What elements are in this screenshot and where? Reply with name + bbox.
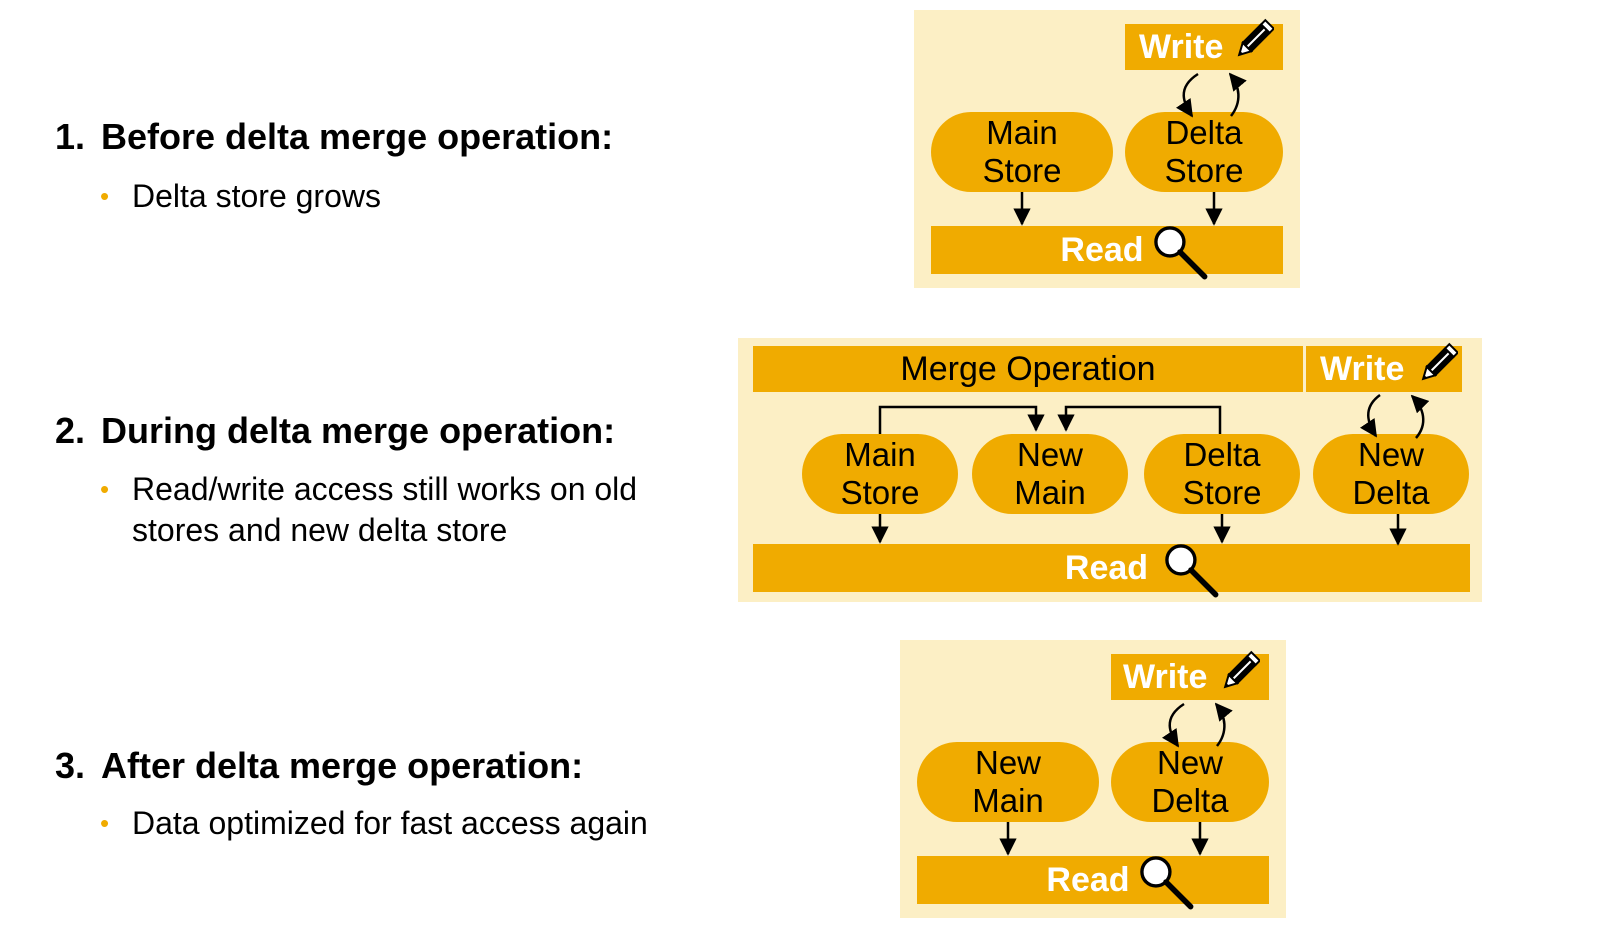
delta-store-label-line-1: Delta xyxy=(1183,436,1261,473)
diagram-1-panel: Write Main Store Delta Store Read xyxy=(914,10,1300,288)
new-main-label-line-1: New xyxy=(1016,436,1084,473)
new-delta-to-write-arrow xyxy=(1214,702,1233,747)
write-to-delta-arrow xyxy=(1175,72,1199,118)
new-main-label-line-1: New xyxy=(974,744,1042,781)
step-2-bullet: • Read/write access still works on old s… xyxy=(100,469,638,551)
step-3-title: After delta merge operation: xyxy=(101,745,584,786)
new-delta-node: New Delta xyxy=(1313,434,1469,514)
write-to-new-delta-arrow xyxy=(1359,393,1381,438)
main-store-node: Main Store xyxy=(931,112,1113,192)
write-label: Write xyxy=(1139,27,1224,66)
delta-store-label-line-2: Store xyxy=(1164,152,1244,189)
bullet-dot: • xyxy=(100,181,110,211)
bullet-dot: • xyxy=(100,808,110,838)
step-3-bullet: • Data optimized for fast access again xyxy=(100,803,648,844)
diagram-2-arrows xyxy=(871,393,1430,546)
step-3-bullet-text: Data optimized for fast access again xyxy=(132,805,648,841)
step-1-bullet: • Delta store grows xyxy=(100,176,381,217)
write-to-new-delta-arrow xyxy=(1161,702,1185,748)
read-bar: Read xyxy=(931,226,1283,274)
delta-to-write-arrow xyxy=(1228,72,1247,117)
step-2-bullet-line-1: Read/write access still works on old xyxy=(132,471,638,507)
step-2-bullet-line-2: stores and new delta store xyxy=(132,512,508,548)
main-store-label-line-2: Store xyxy=(840,474,920,511)
read-bar: Read xyxy=(917,856,1269,904)
step-1-title: Before delta merge operation: xyxy=(101,116,614,157)
step-2-heading: 2. During delta merge operation: xyxy=(55,410,615,452)
step-3-number: 3. xyxy=(55,745,86,786)
step-3-heading: 3. After delta merge operation: xyxy=(55,745,583,787)
read-label: Read xyxy=(1046,860,1130,899)
delta-store-label-line-1: Delta xyxy=(1165,114,1243,151)
diagram-2-panel: Merge Operation Write Main Store New Mai… xyxy=(738,338,1482,602)
main-store-label-line-1: Main xyxy=(986,114,1058,151)
write-label: Write xyxy=(1123,657,1208,696)
read-label: Read xyxy=(1060,230,1144,269)
merge-operation-bar: Merge Operation xyxy=(753,346,1303,392)
new-main-node: New Main xyxy=(972,434,1128,514)
step-1-bullet-text: Delta store grows xyxy=(132,178,381,214)
new-delta-label-line-1: New xyxy=(1357,436,1425,473)
main-store-label-line-1: Main xyxy=(844,436,916,473)
read-label: Read xyxy=(1064,548,1149,587)
diagram-1-arrows xyxy=(1013,72,1247,226)
new-main-node: New Main xyxy=(917,742,1099,822)
delta-to-new-main-arrow xyxy=(1057,405,1222,434)
delta-store-node: Delta Store xyxy=(1144,434,1300,514)
step-2-number: 2. xyxy=(55,410,86,451)
bullet-dot: • xyxy=(100,474,110,504)
new-main-label-line-2: Main xyxy=(1014,474,1086,511)
main-store-node: Main Store xyxy=(802,434,958,514)
read-bar: Read xyxy=(753,544,1470,592)
step-2-title: During delta merge operation: xyxy=(101,410,616,451)
merge-operation-label: Merge Operation xyxy=(900,349,1156,388)
step-1-heading: 1. Before delta merge operation: xyxy=(55,116,613,158)
write-label: Write xyxy=(1320,349,1405,388)
new-delta-label-line-1: New xyxy=(1156,744,1224,781)
write-bar: Write xyxy=(1111,654,1269,700)
delta-store-label-line-2: Store xyxy=(1182,474,1262,511)
new-delta-to-write-arrow xyxy=(1410,394,1430,439)
delta-store-node: Delta Store xyxy=(1125,112,1283,192)
step-1-number: 1. xyxy=(55,116,86,157)
main-store-label-line-2: Store xyxy=(982,152,1062,189)
write-bar: Write xyxy=(1306,346,1462,392)
new-delta-node: New Delta xyxy=(1111,742,1269,822)
new-delta-label-line-2: Delta xyxy=(1352,474,1430,511)
main-to-new-main-arrow xyxy=(878,405,1045,434)
new-delta-label-line-2: Delta xyxy=(1151,782,1229,819)
diagram-3-panel: Write New Main New Delta Read xyxy=(900,640,1286,918)
new-main-label-line-2: Main xyxy=(972,782,1044,819)
diagram-3-arrows xyxy=(999,702,1233,856)
